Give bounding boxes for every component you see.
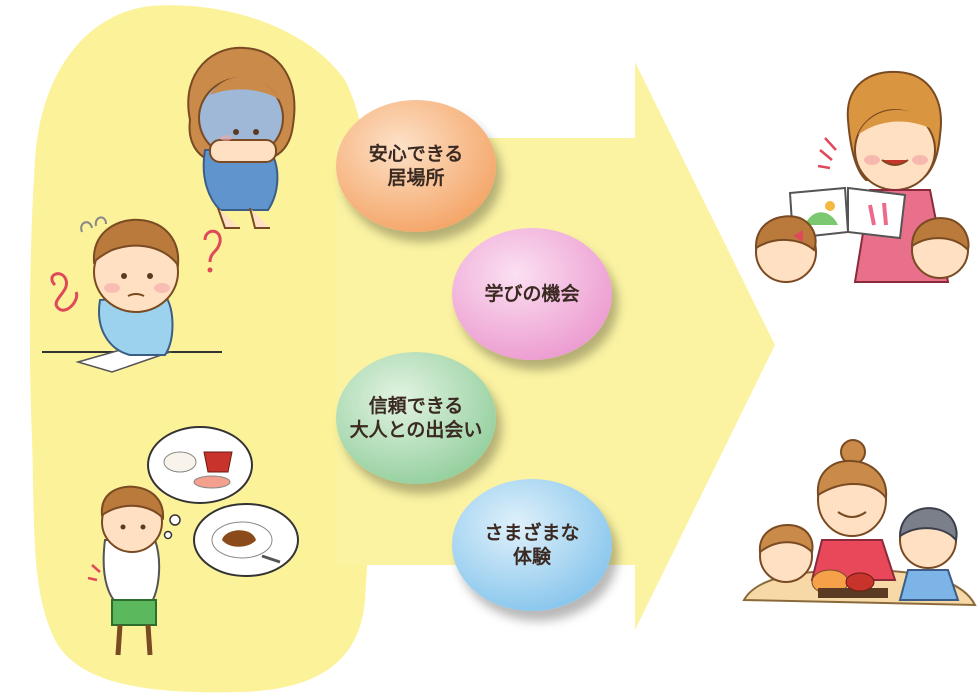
bubble-trusted-adults [336, 352, 496, 484]
bubble-label-line: 学びの機会 [484, 283, 580, 305]
bubble-label-learning: 学びの機会 [484, 282, 579, 306]
bubble-label-line: 体験 [512, 546, 552, 568]
bubble-label-line: 信頼できる [368, 395, 464, 417]
bubble-learning [452, 228, 612, 360]
bubble-safe-place [336, 100, 496, 232]
reading-woman-illustration [754, 70, 970, 283]
bubble-label-line: 安心できる [368, 143, 464, 165]
hungry-boy-illustration [87, 426, 299, 656]
bubble-label-experiences: さまざまな 体験 [484, 521, 579, 569]
bubble-label-safe-place: 安心できる 居場所 [369, 142, 464, 190]
bubble-label-line: 居場所 [387, 167, 445, 189]
bubble-experiences [452, 479, 612, 611]
sad-girl-illustration [187, 46, 296, 229]
bubble-label-line: さまざまな [484, 522, 580, 544]
bubble-label-line: 大人との出会い [349, 419, 483, 441]
meal-woman-illustration [742, 439, 977, 607]
bubble-label-trusted-adults: 信頼できる 大人との出会い [350, 394, 483, 442]
confused-boy-illustration [42, 216, 222, 373]
